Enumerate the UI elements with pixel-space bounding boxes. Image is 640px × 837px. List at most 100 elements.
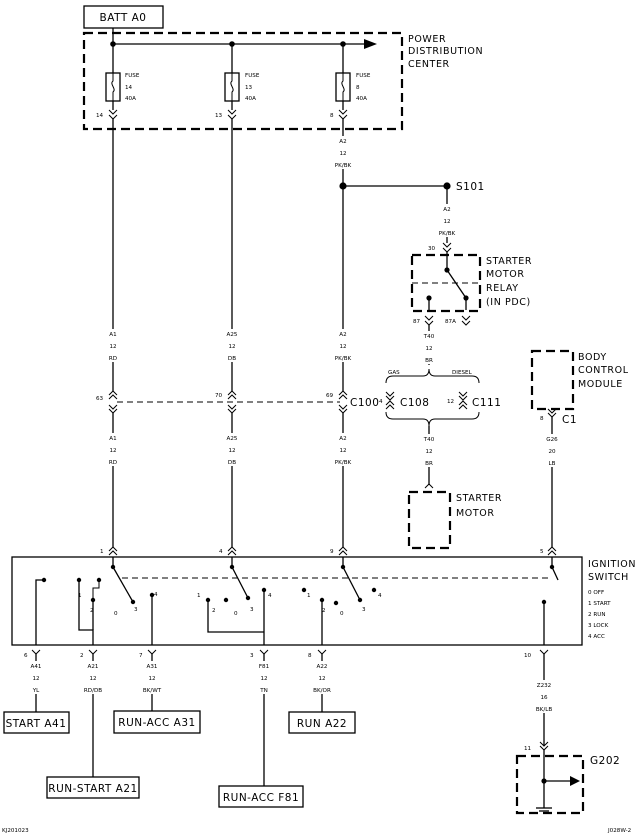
a31-code: A31 bbox=[147, 664, 158, 670]
a22-code: A22 bbox=[317, 664, 328, 670]
output-start-a41: A41 12 YL START A41 bbox=[3, 654, 70, 734]
f81-code: F81 bbox=[259, 664, 270, 670]
s3-contact-1: 1 bbox=[307, 593, 311, 599]
ignition-position-run: 2 RUN bbox=[588, 612, 606, 618]
run-acc-f81-label: RUN-ACC F81 bbox=[223, 792, 299, 804]
a25-above-gauge: 12 bbox=[228, 344, 235, 350]
fuse-14-amp: 40A bbox=[125, 96, 136, 102]
c100-pin-69: 69 bbox=[326, 393, 334, 399]
bcm-title-1: BODY bbox=[578, 352, 607, 363]
z232-gauge: 16 bbox=[540, 695, 548, 701]
g202-dashed-border bbox=[515, 754, 585, 815]
switch-arm-1 bbox=[112, 566, 134, 603]
ignition-title-2: SWITCH bbox=[588, 572, 629, 583]
gas-label: GAS bbox=[388, 370, 400, 376]
pdc-title-3: CENTER bbox=[408, 59, 450, 70]
c100-label: C100 bbox=[350, 397, 379, 409]
z232-code: Z232 bbox=[537, 683, 552, 689]
fuse-13-pin: 13 bbox=[215, 113, 223, 119]
a41-code: A41 bbox=[31, 664, 42, 670]
a1-below-code: A1 bbox=[109, 436, 117, 442]
batt-label-box bbox=[83, 5, 164, 29]
a25-below-gauge: 12 bbox=[228, 448, 235, 454]
a25-below-code: A25 bbox=[227, 436, 238, 442]
bcm-dashed-border bbox=[530, 349, 575, 411]
connector-c111: 12 C111 bbox=[447, 391, 501, 410]
ignition-title-1: IGNITION bbox=[588, 559, 636, 570]
a2-above-gauge: 12 bbox=[339, 344, 346, 350]
fuse-8-word: FUSE bbox=[356, 73, 371, 79]
s1-contact-0: 0 bbox=[114, 611, 118, 617]
bus-arrow bbox=[364, 39, 377, 49]
output-run-a22: A22 12 BK/OR RUN A22 bbox=[288, 654, 356, 734]
ignition-switch-box bbox=[11, 556, 583, 646]
a2-below-code: A2 bbox=[339, 436, 346, 442]
ignition-position-off: 0 OFF bbox=[588, 590, 604, 596]
fuse-8: FUSE 8 40A 8 bbox=[330, 44, 371, 119]
s3-contact-4: 4 bbox=[378, 593, 382, 599]
s101-label: S101 bbox=[456, 181, 485, 193]
relay-title-3: RELAY bbox=[486, 283, 519, 294]
relay-contact-arm bbox=[446, 269, 467, 299]
relay-title-1: STARTER bbox=[486, 256, 532, 267]
s101-wire-color: PK/BK bbox=[439, 231, 456, 237]
starter-wire-color: BR bbox=[425, 461, 433, 467]
fuse-14-word: FUSE bbox=[125, 73, 140, 79]
ground-g202: Z232 16 BK/LB 11 G202 bbox=[515, 654, 620, 815]
relay-title-4: (IN PDC) bbox=[486, 297, 531, 308]
a2-top-code: A2 bbox=[339, 139, 346, 145]
fuse-13-amp: 40A bbox=[245, 96, 256, 102]
a1-above-code: A1 bbox=[109, 332, 117, 338]
pdc-title-1: POWER bbox=[408, 34, 446, 45]
a2-above-color: PK/BK bbox=[335, 356, 352, 362]
connector-c108: 4 C108 bbox=[379, 391, 429, 410]
a1-above-gauge: 12 bbox=[109, 344, 116, 350]
relay-pin-30: 30 bbox=[428, 246, 436, 252]
fuse-8-num: 8 bbox=[356, 85, 360, 91]
relay-pin-87: 87 bbox=[413, 319, 421, 325]
output-run-start-a21: A21 12 RD/DB RUN-START A21 bbox=[46, 654, 140, 799]
s2-contact-3: 3 bbox=[250, 607, 254, 613]
a22-color: BK/OR bbox=[313, 688, 331, 694]
a1-below-gauge: 12 bbox=[109, 448, 116, 454]
c100-pin-63: 63 bbox=[96, 396, 104, 402]
fuse-14: FUSE 14 40A 14 bbox=[96, 44, 140, 119]
run-start-a21-label: RUN-START A21 bbox=[48, 783, 137, 795]
ign-bottom-pin-7: 7 bbox=[139, 653, 143, 659]
switch-arm-4 bbox=[551, 566, 559, 581]
starter-motor-dashed-border bbox=[407, 490, 452, 550]
fuse-13-num: 13 bbox=[245, 85, 253, 91]
body-control-module: BODY CONTROL MODULE 8 C1 G26 20 LB bbox=[530, 349, 628, 547]
z232-color: BK/LB bbox=[536, 707, 553, 713]
fuse-14-num: 14 bbox=[125, 85, 133, 91]
pdc-connector-14 bbox=[108, 109, 118, 120]
start-a41-label: START A41 bbox=[6, 718, 67, 730]
c1-label: C1 bbox=[562, 414, 577, 426]
s2-contact-2: 2 bbox=[212, 608, 216, 614]
c1-pin: 8 bbox=[540, 416, 544, 422]
relay-out-color: BR bbox=[425, 358, 433, 364]
a25-below-color: DB bbox=[228, 460, 236, 466]
run-a22-label: RUN A22 bbox=[297, 718, 347, 730]
pdc-title-2: DISTRIBUTION bbox=[408, 46, 483, 57]
a2-above-code: A2 bbox=[339, 332, 346, 338]
starter-wire-code: T40 bbox=[423, 437, 435, 443]
bcm-wire-color: LB bbox=[549, 461, 556, 467]
ign-bottom-pin-3: 3 bbox=[250, 653, 254, 659]
a2-below-gauge: 12 bbox=[339, 448, 346, 454]
g202-label: G202 bbox=[590, 755, 620, 767]
ign-bottom-pin-6: 6 bbox=[24, 653, 28, 659]
a21-color: RD/DB bbox=[84, 688, 102, 694]
output-run-acc-f81: F81 12 TN RUN-ACC F81 bbox=[218, 654, 304, 808]
s2-contact-1: 1 bbox=[197, 593, 201, 599]
a41-color: YL bbox=[32, 688, 40, 694]
run-acc-a31-label: RUN-ACC A31 bbox=[118, 717, 195, 729]
s3-contact-0: 0 bbox=[340, 611, 344, 617]
a41-gauge: 12 bbox=[32, 676, 39, 682]
output-run-acc-a31: A31 12 BK/WT RUN-ACC A31 bbox=[113, 654, 201, 734]
bcm-title-3: MODULE bbox=[578, 379, 623, 390]
s2-contact-4: 4 bbox=[268, 593, 272, 599]
batt-label: BATT A0 bbox=[100, 12, 147, 24]
f81-color: TN bbox=[259, 688, 268, 694]
